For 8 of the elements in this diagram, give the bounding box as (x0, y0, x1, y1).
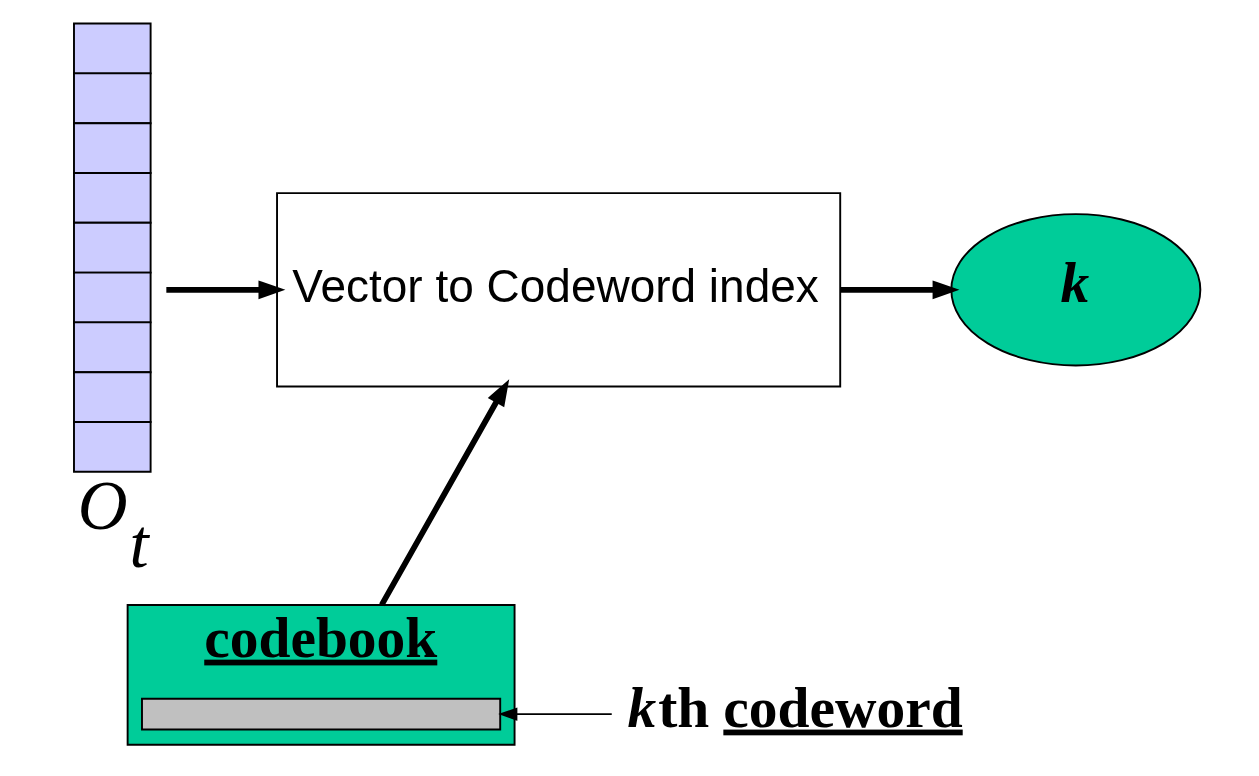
arrow (840, 280, 960, 300)
node-box: Vector to Codeword index (276, 192, 842, 388)
arrow (379, 379, 510, 607)
node-bar (141, 697, 502, 731)
node-text: kth codeword (627, 675, 963, 739)
node-ellipse: k (950, 213, 1202, 367)
arrow (166, 280, 286, 300)
arrow (498, 707, 613, 721)
